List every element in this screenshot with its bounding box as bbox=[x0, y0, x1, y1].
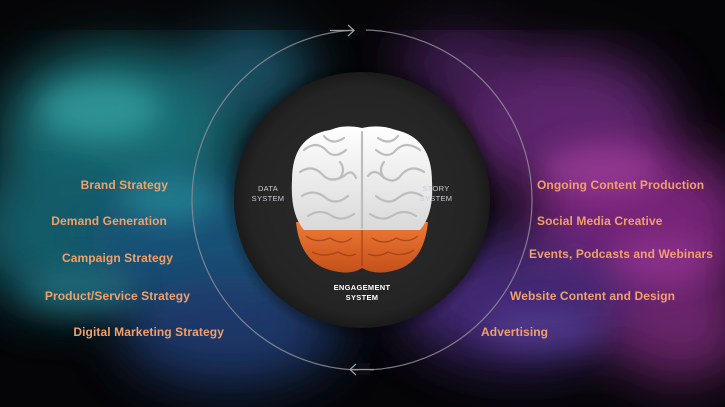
data-system-line-1: DATA bbox=[257, 184, 279, 193]
right-item-social-media-creative: Social Media Creative bbox=[537, 214, 663, 228]
arrow-right-icon bbox=[330, 24, 355, 37]
engagement-system-line-1: ENGAGEMENT bbox=[333, 283, 391, 292]
right-item-ongoing-content-production: Ongoing Content Production bbox=[537, 178, 705, 192]
left-item-product-service-strategy: Product/Service Strategy bbox=[44, 289, 190, 303]
engagement-system-label: ENGAGEMENT SYSTEM bbox=[322, 283, 402, 303]
right-item-advertising: Advertising bbox=[481, 325, 549, 339]
arrow-left-icon bbox=[349, 363, 374, 376]
data-system-label: DATA SYSTEM bbox=[246, 184, 290, 204]
right-item-events-podcasts-webinars: Events, Podcasts and Webinars bbox=[529, 247, 714, 261]
story-system-line-1: STORY bbox=[422, 184, 450, 193]
engagement-system-line-2: SYSTEM bbox=[345, 293, 379, 302]
left-item-digital-marketing-strategy: Digital Marketing Strategy bbox=[73, 325, 224, 339]
brain-icon bbox=[291, 126, 433, 273]
left-smoke-highlights bbox=[25, 80, 220, 312]
right-smoke-highlights bbox=[480, 145, 710, 350]
story-system-label: STORY SYSTEM bbox=[414, 184, 458, 204]
left-item-demand-generation: Demand Generation bbox=[51, 214, 167, 228]
data-system-line-2: SYSTEM bbox=[251, 194, 285, 203]
left-item-brand-strategy: Brand Strategy bbox=[80, 178, 168, 192]
story-system-line-2: SYSTEM bbox=[419, 194, 453, 203]
left-item-campaign-strategy: Campaign Strategy bbox=[61, 251, 173, 265]
right-item-website-content-design: Website Content and Design bbox=[510, 289, 676, 303]
